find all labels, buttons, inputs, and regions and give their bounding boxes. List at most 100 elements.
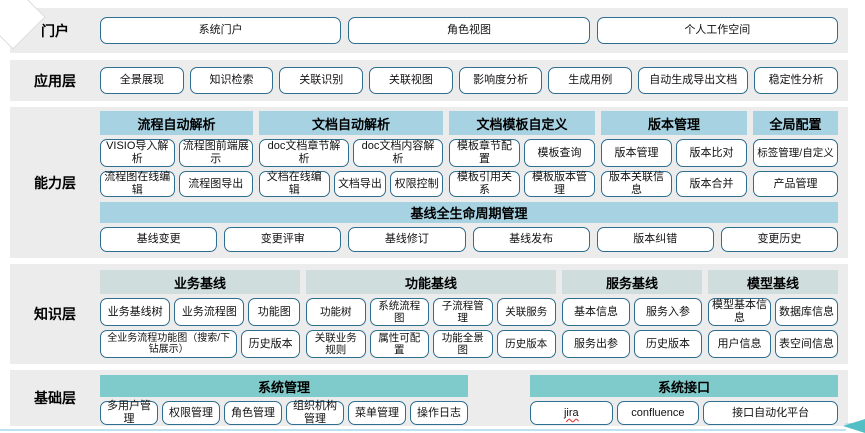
capability-box: 版本管理	[601, 139, 672, 167]
group-service-baseline: 服务基线 基本信息服务入参 服务出参历史版本	[562, 270, 702, 364]
group-row: 版本管理版本比对	[601, 139, 747, 167]
knowledge-box: 历史版本	[634, 330, 702, 358]
application-box: 全景展现	[100, 67, 184, 94]
capability-box: 模板版本管理	[524, 171, 595, 197]
group-header: 全局配置	[753, 111, 838, 135]
group-header: 文档模板自定义	[449, 111, 595, 135]
portal-layer-band: 门户 系统门户角色视图个人工作空间	[0, 0, 848, 53]
group-header: 系统管理	[100, 375, 468, 397]
knowledge-box: 表空间信息	[775, 330, 838, 358]
knowledge-box: 关联服务	[496, 298, 556, 326]
knowledge-layer-label: 知识层	[34, 306, 76, 322]
base-layer-label: 基础层	[34, 390, 76, 406]
group-process-auto-parse: 流程自动解析 VISIO导入解析流程图前端展示 流程图在线编辑流程图导出	[100, 111, 253, 197]
group-system-management: 系统管理 多用户管理权限管理角色管理组织机构管理菜单管理操作日志	[100, 375, 468, 426]
application-box: 稳定性分析	[754, 67, 838, 94]
knowledge-box: 系统流程图	[369, 298, 429, 326]
group-header: 模型基线	[708, 270, 838, 294]
group-row: 功能树系统流程图子流程管理关联服务	[306, 298, 556, 326]
group-business-baseline: 业务基线 业务基线树业务流程图功能图 全业务流程功能图（搜索/下钻展示）历史版本	[100, 270, 300, 364]
capability-box: 模板查询	[524, 139, 595, 167]
system-box: 操作日志	[410, 401, 468, 425]
group-header: 流程自动解析	[100, 111, 253, 135]
base-layer-band: 基础层 系统管理 多用户管理权限管理角色管理组织机构管理菜单管理操作日志 系统接…	[10, 370, 848, 426]
group-row: 多用户管理权限管理角色管理组织机构管理菜单管理操作日志	[100, 400, 468, 425]
knowledge-box: 服务入参	[634, 298, 702, 326]
base-content: 系统管理 多用户管理权限管理角色管理组织机构管理菜单管理操作日志 系统接口 ji…	[100, 370, 838, 426]
system-box: 菜单管理	[348, 401, 406, 425]
group-row: 流程图在线编辑流程图导出	[100, 171, 253, 197]
capability-box: 版本关联信息	[601, 171, 672, 197]
baseline-box: 变更历史	[720, 227, 839, 252]
group-row: 版本关联信息版本合并	[601, 171, 747, 197]
capability-box: doc文档内容解析	[353, 139, 443, 167]
baseline-box: 变更评审	[224, 227, 342, 252]
application-box: 自动生成导出文档	[638, 67, 749, 94]
system-box: 角色管理	[224, 401, 282, 425]
baseline-buttons-row: 基线变更变更评审基线修订基线发布版本纠错变更历史	[100, 227, 839, 252]
capability-box: 权限控制	[390, 171, 443, 197]
portal-buttons-row: 系统门户角色视图个人工作空间	[100, 8, 838, 53]
baseline-box: 基线修订	[348, 227, 466, 252]
application-layer-band: 应用层 全景展现知识检索关联识别关联视图影响度分析生成用例自动生成导出文档稳定性…	[10, 60, 848, 101]
knowledge-box: 模型基本信息	[708, 298, 771, 326]
knowledge-content: 业务基线 业务基线树业务流程图功能图 全业务流程功能图（搜索/下钻展示）历史版本…	[100, 264, 838, 364]
left-arrow-icon	[843, 419, 865, 433]
capability-box: doc文档章节解析	[259, 139, 349, 167]
portal-box: 个人工作空间	[596, 17, 838, 44]
application-buttons-row: 全景展现知识检索关联识别关联视图影响度分析生成用例自动生成导出文档稳定性分析	[100, 60, 838, 101]
interface-box: jira	[530, 401, 613, 425]
capability-layer-band: 能力层 流程自动解析 VISIO导入解析流程图前端展示 流程图在线编辑流程图导出…	[10, 107, 848, 258]
capability-box: 标签管理/自定义	[753, 139, 838, 167]
application-box: 影响度分析	[458, 67, 543, 94]
group-global-config: 全局配置 标签管理/自定义 产品管理	[753, 111, 838, 197]
knowledge-box: 属性可配置	[369, 330, 429, 358]
capability-content: 流程自动解析 VISIO导入解析流程图前端展示 流程图在线编辑流程图导出 文档自…	[100, 107, 839, 258]
capability-box: VISIO导入解析	[100, 139, 175, 167]
knowledge-box: 历史版本	[241, 330, 300, 358]
group-row: 服务出参历史版本	[562, 330, 702, 358]
capability-box: 模板章节配置	[449, 139, 520, 167]
knowledge-box: 数据库信息	[775, 298, 838, 326]
knowledge-box: 服务出参	[562, 330, 630, 358]
capability-layer-label: 能力层	[34, 174, 76, 191]
group-row: 基本信息服务入参	[562, 298, 702, 326]
knowledge-box: 基本信息	[562, 298, 630, 326]
system-box: 组织机构管理	[286, 400, 344, 425]
capability-box: 文档在线编辑	[259, 171, 330, 197]
knowledge-box: 历史版本	[496, 330, 556, 358]
group-row: 文档在线编辑文档导出权限控制	[259, 171, 443, 197]
knowledge-layer-band: 知识层 业务基线 业务基线树业务流程图功能图 全业务流程功能图（搜索/下钻展示）…	[10, 264, 848, 364]
capability-box: 流程图在线编辑	[100, 171, 175, 197]
group-row: 模板引用关系模板版本管理	[449, 171, 595, 197]
group-header: 业务基线	[100, 270, 300, 294]
capability-box: 文档导出	[333, 171, 387, 197]
group-header: 服务基线	[562, 270, 702, 294]
application-box: 生成用例	[548, 67, 633, 94]
interface-box: 接口自动化平台	[703, 401, 838, 425]
capability-box: 流程图导出	[178, 171, 253, 197]
group-row: 用户信息表空间信息	[708, 330, 838, 358]
application-box: 关联视图	[369, 67, 453, 94]
group-row: 业务基线树业务流程图功能图	[100, 298, 300, 326]
baseline-box: 版本纠错	[596, 227, 714, 252]
knowledge-box: 业务流程图	[174, 298, 245, 326]
portal-box: 系统门户	[100, 17, 342, 44]
application-box: 知识检索	[189, 67, 274, 94]
system-box: 权限管理	[162, 401, 220, 425]
knowledge-box: 功能图	[248, 298, 300, 326]
knowledge-box: 功能树	[306, 298, 366, 326]
group-function-baseline: 功能基线 功能树系统流程图子流程管理关联服务 关联业务规则属性可配置功能全景图历…	[306, 270, 556, 364]
knowledge-box: 业务基线树	[100, 298, 171, 326]
knowledge-box: 全业务流程功能图（搜索/下钻展示）	[100, 330, 238, 358]
capability-box: 版本比对	[676, 139, 747, 167]
group-header: 文档自动解析	[259, 111, 443, 135]
baseline-lifecycle-header: 基线全生命周期管理	[100, 202, 838, 223]
group-row: 标签管理/自定义	[753, 139, 838, 167]
knowledge-box: 子流程管理	[433, 298, 493, 326]
capability-groups: 流程自动解析 VISIO导入解析流程图前端展示 流程图在线编辑流程图导出 文档自…	[100, 111, 838, 197]
